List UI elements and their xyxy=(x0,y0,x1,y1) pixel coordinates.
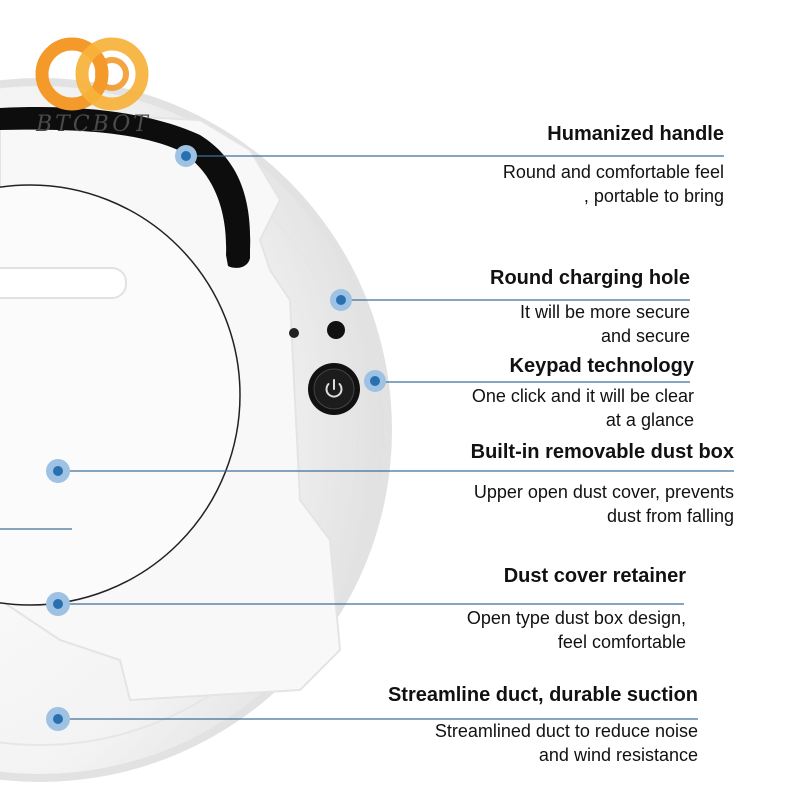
feature-desc: Upper open dust cover, prevents dust fro… xyxy=(473,482,734,526)
feature-desc: Open type dust box design, feel comforta… xyxy=(466,608,686,652)
leader-lines xyxy=(0,155,734,720)
feature-title: Humanized handle xyxy=(547,123,724,145)
brand-name: BTCBOT xyxy=(36,112,151,137)
feature-desc: Streamlined duct to reduce noise and win… xyxy=(434,721,698,765)
feature-dust-cover-retainer: Dust cover retainer Open type dust box d… xyxy=(467,564,686,654)
feature-desc: Round and comfortable feel , portable to… xyxy=(502,162,724,206)
dust-box-slot xyxy=(0,267,127,299)
feature-title: Keypad technology xyxy=(509,355,694,377)
feature-desc: It will be more secure and secure xyxy=(519,302,690,346)
indicator-hole xyxy=(289,328,299,338)
feature-humanized-handle: Humanized handle Round and comfortable f… xyxy=(503,122,724,208)
feature-streamline-duct: Streamline duct, durable suction Streaml… xyxy=(388,683,698,767)
marker-dots xyxy=(46,145,386,731)
feature-title: Streamline duct, durable suction xyxy=(387,684,698,706)
feature-keypad: Keypad technology One click and it will … xyxy=(472,354,694,432)
feature-charging-hole: Round charging hole It will be more secu… xyxy=(490,266,690,348)
power-icon xyxy=(325,379,343,398)
feature-dust-box: Built-in removable dust box Upper open d… xyxy=(471,440,734,528)
charging-hole xyxy=(327,321,345,339)
feature-desc: One click and it will be clear at a glan… xyxy=(471,386,694,430)
feature-title: Round charging hole xyxy=(490,267,690,289)
feature-title: Built-in removable dust box xyxy=(470,441,734,463)
feature-title: Dust cover retainer xyxy=(503,565,686,587)
btcbot-logo-icon xyxy=(35,37,149,111)
